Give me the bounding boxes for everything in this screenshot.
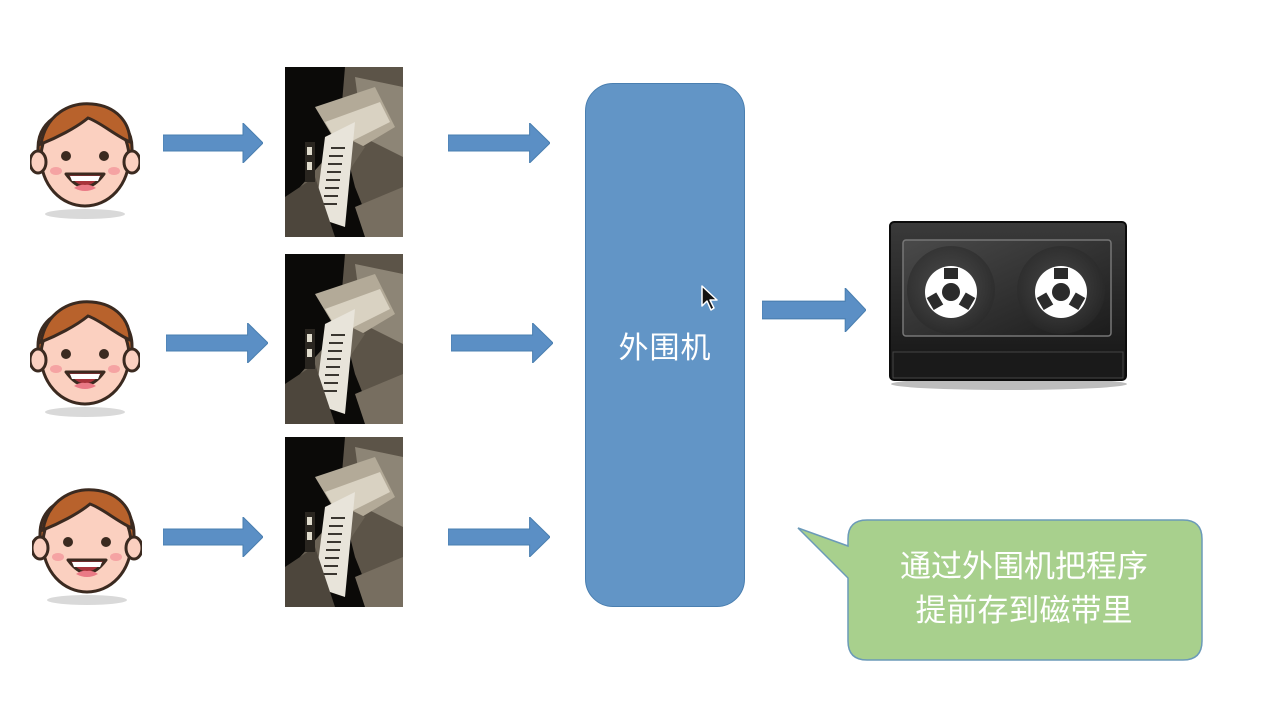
mouse-cursor-icon <box>701 285 718 311</box>
arrow-icon <box>163 517 263 557</box>
arrow-icon <box>448 123 550 163</box>
callout-line: 提前存到磁带里 <box>915 593 1133 629</box>
arrow-icon <box>448 517 550 557</box>
punch-card-reader-icon <box>285 67 403 237</box>
peripheral-machine-box: 外围机 <box>585 83 745 607</box>
peripheral-machine-label: 外围机 <box>618 331 712 366</box>
user-face-icon <box>32 488 142 607</box>
user-face-icon <box>30 300 140 419</box>
punch-card-reader-icon <box>285 437 403 607</box>
user-face-icon <box>30 102 140 221</box>
magnetic-tape-icon <box>889 221 1127 390</box>
arrow-icon <box>163 123 263 163</box>
arrow-icon <box>762 288 866 332</box>
arrow-icon <box>451 323 553 363</box>
arrow-icon <box>166 323 268 363</box>
callout-bubble <box>797 519 1203 661</box>
punch-card-reader-icon <box>285 254 403 424</box>
callout-line: 通过外围机把程序 <box>900 549 1148 585</box>
callout-text: 通过外围机把程序 提前存到磁带里 <box>848 545 1200 633</box>
